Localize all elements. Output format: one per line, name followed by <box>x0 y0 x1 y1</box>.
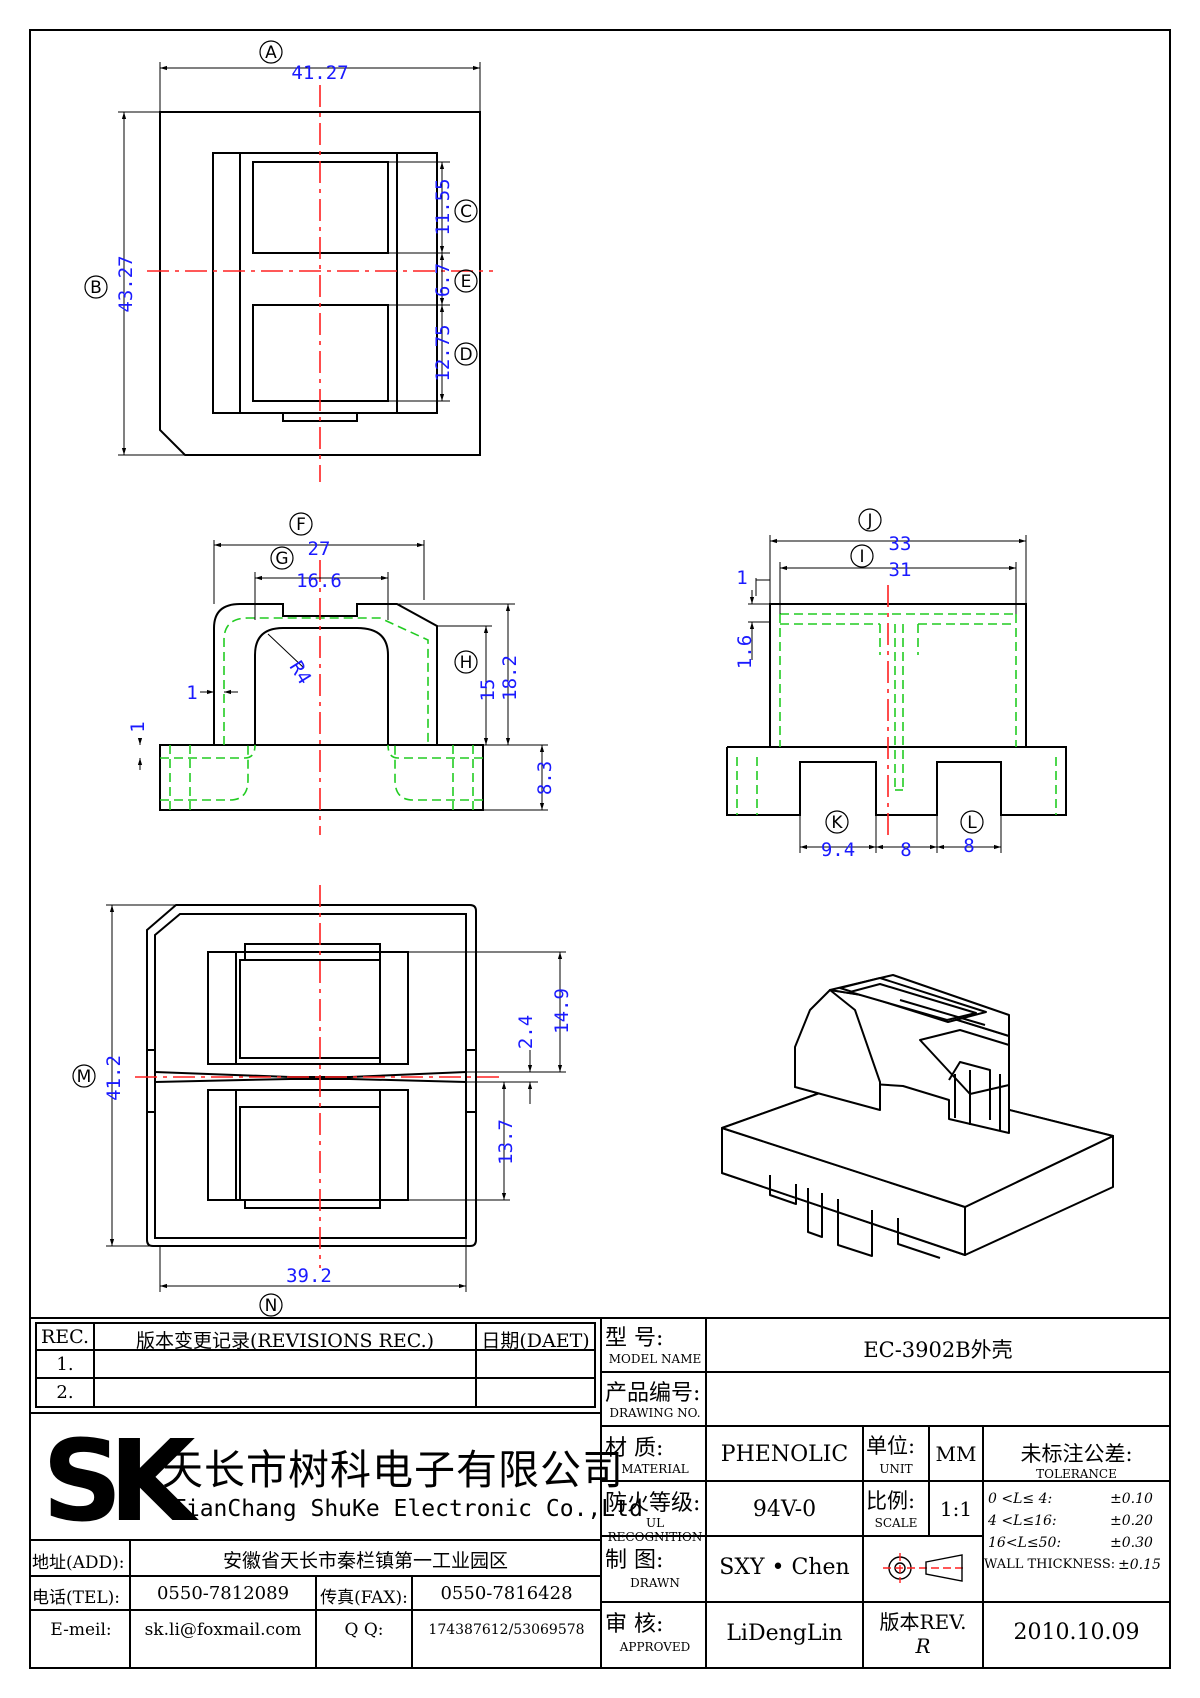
title-block <box>30 1317 1170 1668</box>
label-k: K <box>831 813 843 833</box>
svg-text:SK: SK <box>42 1417 200 1547</box>
dim-15-value: 15 <box>477 679 499 702</box>
company-logo: SK <box>42 1417 214 1547</box>
dim-j-value: 33 <box>889 533 912 555</box>
top-view-labels <box>84 40 478 366</box>
label-h: H <box>460 653 473 673</box>
side-view-hidden-lines <box>736 613 1057 815</box>
label-l: L <box>967 813 977 833</box>
dim-g-value: 16.6 <box>296 570 342 592</box>
bottom-view-labels <box>72 1064 283 1317</box>
projection-symbol-icon <box>883 1553 965 1583</box>
label-d: D <box>459 345 472 365</box>
label-n: N <box>265 1296 278 1316</box>
front-view-dimension-lines <box>137 540 548 811</box>
label-f: F <box>296 515 306 535</box>
label-m: M <box>77 1067 92 1087</box>
dim-e-value: 6.7 <box>432 263 454 297</box>
dim-l-value: 8 <box>963 835 974 857</box>
front-view-labels <box>270 512 478 674</box>
label-g: G <box>275 549 288 569</box>
side-view <box>726 603 1067 816</box>
top-view <box>159 111 481 456</box>
dim-18-2-value: 18.2 <box>499 655 521 701</box>
front-view <box>159 603 484 811</box>
dim-f-value: 27 <box>308 538 331 560</box>
dim-14-9-value: 14.9 <box>551 988 573 1034</box>
dim-base-thickness-value: 1 <box>127 721 149 732</box>
dim-a-value: 41.27 <box>291 62 348 84</box>
dim-i-value: 31 <box>889 559 912 581</box>
label-b: B <box>90 278 102 298</box>
dim-b-value: 43.27 <box>115 255 137 312</box>
front-view-hidden-lines <box>160 617 483 810</box>
dim-c-value: 11.55 <box>432 178 454 235</box>
top-view-centerlines <box>147 85 493 482</box>
dim-2-4-value: 2.4 <box>515 1015 537 1049</box>
label-e: E <box>461 272 472 292</box>
dim-13-7-value: 13.7 <box>495 1119 517 1165</box>
dim-n-value: 39.2 <box>286 1265 332 1287</box>
dim-m-value: 41.2 <box>103 1055 125 1101</box>
label-j: J <box>866 511 872 531</box>
bottom-view-centerlines <box>135 885 500 1268</box>
dim-mid-value: 8 <box>900 839 911 861</box>
dim-8-3-value: 8.3 <box>534 761 556 795</box>
label-a: A <box>265 43 277 63</box>
side-view-labels <box>825 508 984 834</box>
dim-t1-value: 1 <box>736 567 747 589</box>
bottom-view-dimension-lines <box>106 904 566 1292</box>
label-c: C <box>460 202 472 222</box>
dim-r4-value: R4 <box>285 657 316 688</box>
isometric-view <box>721 974 1114 1259</box>
top-view-dimension-lines <box>118 62 481 456</box>
dim-wall-value: 1 <box>186 682 197 704</box>
bottom-view <box>146 904 477 1247</box>
label-i: I <box>859 547 864 567</box>
dim-t16-value: 1.6 <box>734 635 756 669</box>
side-view-dimension-lines <box>748 535 1027 853</box>
dim-k-value: 9.4 <box>821 839 855 861</box>
dim-d-value: 12.75 <box>432 324 454 381</box>
